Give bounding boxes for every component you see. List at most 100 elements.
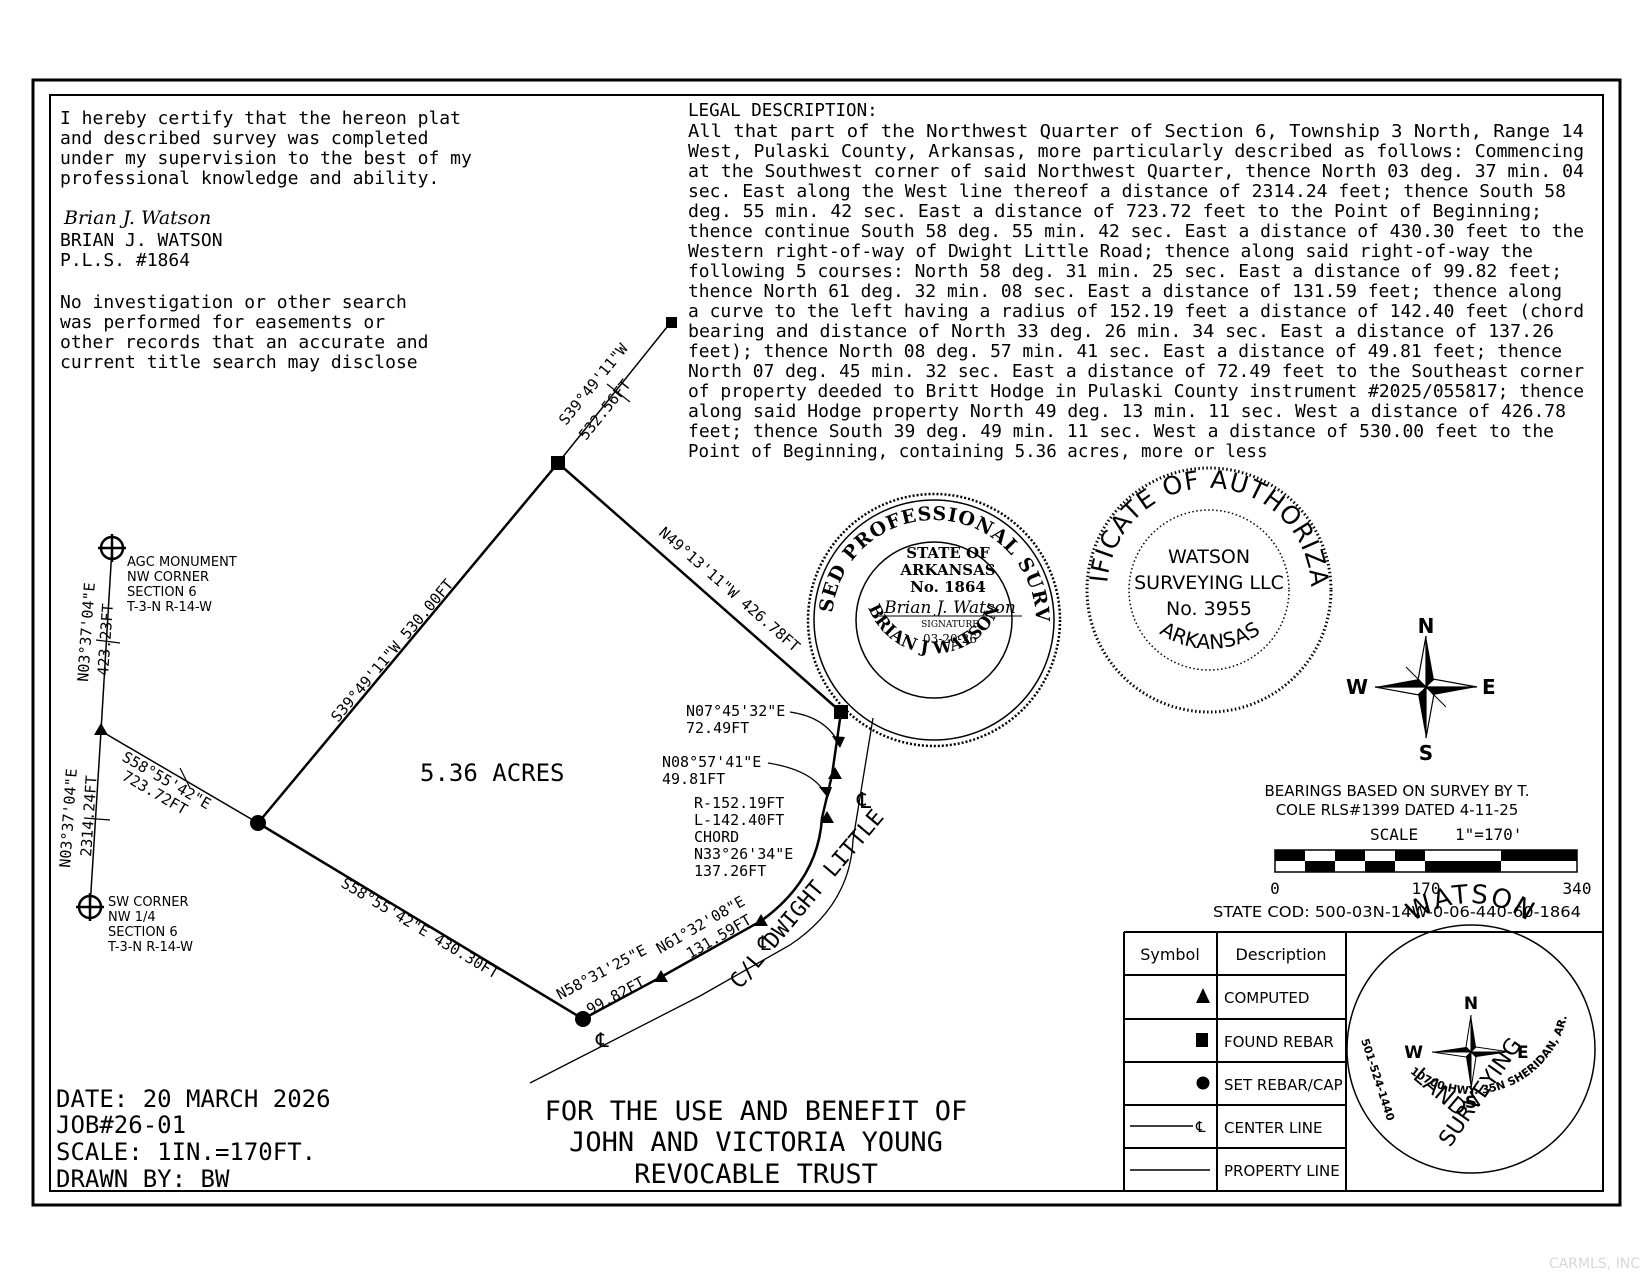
job-info-block: DATE: 20 MARCH 2026 JOB#26-01 SCALE: 1IN… (56, 1085, 331, 1193)
boundary-label-north: N49°13'11"W 426.78FT (655, 523, 803, 655)
callout-leader (789, 711, 839, 743)
leader-arrowhead (832, 736, 845, 748)
monument-label-line: SECTION 6 (127, 585, 197, 600)
legend-triangle-symbol (1196, 988, 1210, 1003)
road-label: C/L DWIGHT LITTLE (725, 805, 889, 994)
scale-ratio: 1"=170' (1455, 825, 1522, 844)
commence-line (100, 730, 259, 824)
client-line: FOR THE USE AND BENEFIT OF (545, 1096, 968, 1127)
legal-description-line: at the Southwest corner of said Northwes… (688, 162, 1584, 182)
legal-description-line: thence North 61 deg. 32 min. 08 sec. Eas… (688, 282, 1562, 302)
legend-description: PROPERTY LINE (1224, 1162, 1340, 1180)
legal-description-line: of property deeded to Britt Hodge in Pul… (688, 382, 1584, 402)
job-drawn-by: DRAWN BY: BW (56, 1165, 230, 1193)
certification-line: professional knowledge and ability. (60, 168, 439, 189)
computed-point-triangle (754, 914, 768, 926)
legal-description-line: following 5 courses: North 58 deg. 31 mi… (688, 262, 1562, 282)
legal-description-line: All that part of the Northwest Quarter o… (688, 122, 1584, 142)
agc-monument-label: AGC MONUMENT NW CORNER SECTION 6 T-3-N R… (126, 555, 237, 615)
job-scale: SCALE: 1IN.=170FT. (56, 1138, 316, 1166)
outer-frame (31, 78, 1622, 1207)
legend-header-symbol: Symbol (1140, 945, 1200, 964)
call-n08-distance: 49.81FT (662, 770, 725, 788)
seal-state-line: STATE OF (906, 544, 990, 562)
logo-compass-e: E (1517, 1043, 1529, 1063)
west-section-line-upper (100, 547, 113, 732)
monument-label-line: T-3-N R-14-W (107, 940, 193, 955)
centerline-symbol: ℄ (757, 931, 771, 955)
west-label: W (1346, 675, 1368, 699)
curve-chord-distance: 137.26FT (694, 862, 766, 880)
logo-compass-w: W (1404, 1043, 1423, 1063)
north-label: N (1418, 614, 1435, 638)
found-rebar-square (666, 317, 677, 328)
scale-tick-label: 170 (1412, 879, 1441, 898)
legal-description-line: sec. East along the West line thereof a … (688, 182, 1566, 202)
legend-description: SET REBAR/CAP (1224, 1076, 1343, 1094)
logo-address: 10700 HWY. 35N SHERIDAN, AR. (1408, 1014, 1570, 1097)
certification-block: I hereby certify that the hereon plat an… (60, 108, 472, 373)
legal-description-line: a curve to the left having a radius of 1… (688, 302, 1584, 322)
bearings-note-line: COLE RLS#1399 DATED 4-11-25 (1276, 801, 1519, 819)
legend-square-symbol (1196, 1033, 1208, 1047)
dimension-tick (179, 767, 191, 789)
certification-line: I hereby certify that the hereon plat (60, 108, 461, 129)
coa-number: No. 3955 (1166, 598, 1252, 620)
sw-corner-marker (76, 893, 104, 921)
legal-description-line: deg. 55 min. 42 sec. East a distance of … (688, 202, 1542, 222)
curve-chord-bearing: N33°26'34"E (694, 845, 793, 863)
legend-description: COMPUTED (1224, 989, 1309, 1007)
found-rebar-square (551, 456, 565, 470)
legal-description-line: feet); thence North 08 deg. 57 min. 41 s… (688, 342, 1562, 362)
seal-state-line: ARKANSAS (899, 561, 995, 579)
sw-corner-label: SW CORNER NW 1/4 SECTION 6 T-3-N R-14-W (107, 895, 193, 955)
surveyor-name: BRIAN J. WATSON (60, 230, 223, 251)
legal-description-line: North 07 deg. 45 min. 32 sec. East a dis… (688, 362, 1584, 382)
curve-radius: R-152.19FT (694, 794, 784, 812)
seal-signature-caption: SIGNATURE (921, 620, 979, 630)
distance-label: 2314.24FT (77, 775, 101, 857)
monument-label-line: SECTION 6 (108, 925, 178, 940)
inner-frame (49, 94, 1604, 1192)
monument-label-line: NW 1/4 (108, 910, 156, 925)
disclaimer-line: was performed for easements or (60, 312, 385, 333)
call-n07-bearing: N07°45'32"E (686, 702, 785, 720)
legal-description-line: Point of Beginning, containing 5.36 acre… (688, 442, 1267, 462)
curve-chord-label: CHORD (694, 828, 739, 846)
found-rebar-square (834, 705, 848, 719)
logo-phone: 501-524-1440 (1358, 1037, 1397, 1123)
job-number: JOB#26-01 (56, 1111, 186, 1139)
disclaimer-line: other records that an accurate and (60, 332, 428, 353)
computed-point-triangle (828, 767, 842, 779)
distance-label: 423.23FT (94, 603, 117, 676)
south-label: S (1419, 741, 1433, 765)
monument-label-line: SW CORNER (108, 895, 189, 910)
watermark: CARMLS, INC (1549, 1256, 1640, 1272)
east-label: E (1482, 675, 1496, 699)
monument-label-line: T-3-N R-14-W (126, 600, 212, 615)
client-block: FOR THE USE AND BENEFIT OF JOHN AND VICT… (545, 1096, 968, 1190)
coa-firm-name: SURVEYING LLC (1134, 572, 1284, 594)
seal-signature: Brian J. Watson (883, 598, 1016, 618)
disclaimer-line: No investigation or other search (60, 292, 407, 313)
client-line: REVOCABLE TRUST (634, 1159, 878, 1190)
legal-description-line: feet; thence South 39 deg. 49 min. 11 se… (688, 422, 1554, 442)
leader-arrowhead (819, 787, 832, 798)
computed-point-triangle (94, 723, 108, 735)
surveyor-pls-number: P.L.S. #1864 (60, 250, 190, 271)
legal-description-line: Western right-of-way of Dwight Little Ro… (688, 242, 1533, 262)
coa-firm-name: WATSON (1168, 546, 1250, 568)
set-rebar-circle (575, 1011, 591, 1027)
computed-point-triangle (820, 811, 834, 823)
road-centerline (529, 717, 874, 1084)
legend-header-description: Description (1235, 945, 1326, 964)
boundary-label-west: S39°49'11"W 530.00FT (327, 576, 457, 726)
coa-bottom-arc-text: ARKANSAS (1156, 617, 1263, 654)
watson-land-surveying-logo: WATSON LAND SURVEYING 501-524-1440 10700… (1346, 880, 1596, 1174)
centerline-symbol: ℄ (856, 789, 872, 814)
scale-tick-label: 0 (1270, 879, 1280, 898)
callout-leader (767, 762, 826, 794)
centerline-symbol: ℄ (595, 1028, 609, 1052)
monument-label-line: NW CORNER (127, 570, 209, 585)
